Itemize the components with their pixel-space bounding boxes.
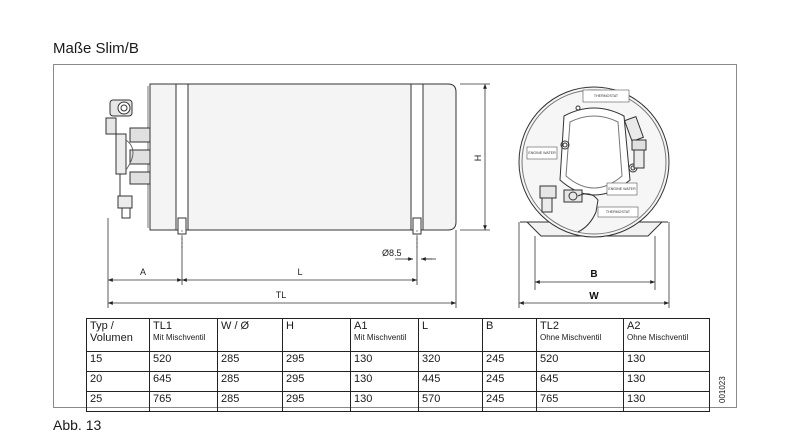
mounting-band-left bbox=[175, 83, 189, 231]
mixing-valve bbox=[105, 99, 151, 219]
table-row: 25 765 285 295 130 570 245 765 130 bbox=[86, 391, 710, 412]
label-A: A bbox=[140, 267, 146, 277]
cell-tl1: 765 bbox=[149, 391, 218, 412]
cell-w: 285 bbox=[217, 351, 283, 372]
header-tl2-main: TL2 bbox=[540, 320, 559, 332]
front-view bbox=[518, 86, 670, 238]
cell-a1: 130 bbox=[350, 351, 419, 372]
header-a2-main: A2 bbox=[627, 320, 641, 332]
sticker-3: ENGINE WATER bbox=[608, 187, 636, 191]
header-tl1: TL1 Mit Mischventil bbox=[149, 318, 218, 352]
header-a1-main: A1 bbox=[354, 320, 368, 332]
cell-h: 295 bbox=[282, 351, 351, 372]
header-type: Typ / Volumen bbox=[86, 318, 150, 352]
cell-a2: 130 bbox=[623, 351, 710, 372]
cell-tl1: 645 bbox=[149, 371, 218, 392]
cell-b: 245 bbox=[482, 391, 537, 412]
header-a1: A1 Mit Mischventil bbox=[350, 318, 419, 352]
mounting-band-right bbox=[410, 83, 424, 231]
cell-l: 570 bbox=[418, 391, 483, 412]
figure-caption: Abb. 13 bbox=[53, 417, 102, 433]
front-mixing-valve bbox=[623, 115, 647, 169]
cell-type: 15 bbox=[86, 351, 150, 372]
header-type-line2: Volumen bbox=[90, 332, 133, 344]
cell-h: 295 bbox=[282, 391, 351, 412]
header-tl2-sub: Ohne Mischventil bbox=[540, 333, 602, 342]
cell-tl1: 520 bbox=[149, 351, 218, 372]
dimension-lines-front bbox=[518, 222, 670, 308]
cell-a1: 130 bbox=[350, 391, 419, 412]
sticker-labels: THERMOSTAT ENGINE WATER ENGINE WATER THE… bbox=[526, 89, 639, 218]
side-view bbox=[105, 83, 457, 248]
header-tl1-main: TL1 bbox=[153, 320, 172, 332]
document-id: 001023 bbox=[718, 376, 727, 403]
header-type-line1: Typ / bbox=[90, 320, 114, 332]
cell-b: 245 bbox=[482, 371, 537, 392]
cell-l: 320 bbox=[418, 351, 483, 372]
table-row: 15 520 285 295 130 320 245 520 130 bbox=[86, 351, 710, 372]
header-w-main: W / Ø bbox=[221, 320, 250, 332]
header-b: B bbox=[482, 318, 537, 352]
tank-body bbox=[149, 83, 457, 231]
sticker-4: THERMOSTAT bbox=[606, 210, 631, 214]
table-header-row: Typ / Volumen TL1 Mit Mischventil W / Ø … bbox=[86, 318, 710, 352]
header-h: H bbox=[282, 318, 351, 352]
front-fittings bbox=[539, 185, 599, 233]
header-l-main: L bbox=[422, 320, 429, 332]
label-TL: TL bbox=[276, 290, 287, 300]
cell-a1: 130 bbox=[350, 371, 419, 392]
dimensions-table: Typ / Volumen TL1 Mit Mischventil W / Ø … bbox=[86, 318, 710, 412]
cell-a2: 130 bbox=[623, 391, 710, 412]
table-row: 20 645 285 295 130 445 245 645 130 bbox=[86, 371, 710, 392]
sticker-2: ENGINE WATER bbox=[528, 151, 556, 155]
cell-tl2: 765 bbox=[536, 391, 624, 412]
cell-b: 245 bbox=[482, 351, 537, 372]
figure-title: Maße Slim/B bbox=[53, 40, 139, 57]
dimension-lines-side bbox=[107, 83, 490, 308]
sticker-1: THERMOSTAT bbox=[594, 94, 619, 98]
label-diameter: Ø8.5 bbox=[382, 248, 402, 258]
header-b-main: B bbox=[486, 320, 494, 332]
cell-type: 25 bbox=[86, 391, 150, 412]
label-H: H bbox=[473, 155, 483, 162]
header-a2-sub: Ohne Mischventil bbox=[627, 333, 689, 342]
label-B: B bbox=[590, 269, 597, 280]
cell-type: 20 bbox=[86, 371, 150, 392]
cell-h: 295 bbox=[282, 371, 351, 392]
header-a1-sub: Mit Mischventil bbox=[354, 333, 407, 342]
label-W: W bbox=[589, 291, 599, 302]
cell-tl2: 520 bbox=[536, 351, 624, 372]
label-L: L bbox=[297, 267, 302, 277]
header-tl1-sub: Mit Mischventil bbox=[153, 333, 206, 342]
cell-a2: 130 bbox=[623, 371, 710, 392]
header-h-main: H bbox=[286, 320, 294, 332]
cell-w: 285 bbox=[217, 391, 283, 412]
header-a2: A2 Ohne Mischventil bbox=[623, 318, 710, 352]
header-l: L bbox=[418, 318, 483, 352]
cell-l: 445 bbox=[418, 371, 483, 392]
header-w: W / Ø bbox=[217, 318, 283, 352]
header-tl2: TL2 Ohne Mischventil bbox=[536, 318, 624, 352]
cell-w: 285 bbox=[217, 371, 283, 392]
cell-tl2: 645 bbox=[536, 371, 624, 392]
